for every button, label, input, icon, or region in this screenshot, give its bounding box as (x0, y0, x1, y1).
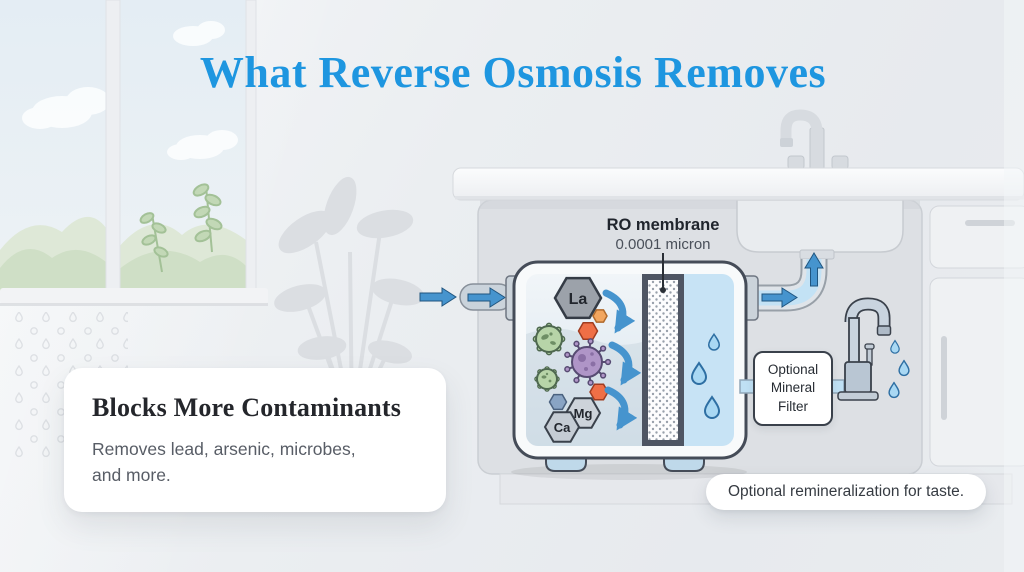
flow-arrow-icon (761, 287, 798, 308)
inlet-arrow-icon (419, 287, 457, 307)
faucet-drip-drops (888, 339, 910, 399)
clean-water-drops (690, 332, 721, 419)
calcium-hexagon-icon (543, 411, 581, 443)
page-title: What Reverse Osmosis Removes (199, 48, 827, 97)
window-sill (0, 288, 268, 304)
clean-water-chamber (684, 274, 734, 446)
cabinet-top-shadow (480, 200, 920, 209)
flow-arrow-icon (608, 341, 642, 386)
membrane-label-size: 0.0001 micron (615, 236, 711, 253)
pipe-arrow-icon (467, 287, 506, 308)
card-body-line: Removes lead, arsenic, microbes, (92, 439, 356, 459)
unit-flow-arrows (602, 289, 642, 431)
flow-arrow-icon (602, 289, 636, 334)
lead-particle-label: La (569, 291, 588, 308)
membrane-pointer-dot (660, 287, 666, 293)
water-drop-icon (703, 395, 721, 419)
flow-arrow-icon (604, 386, 638, 431)
magnesium-particle-label: Mg (574, 406, 593, 421)
countertop (452, 167, 1024, 201)
card-body-line: and more. (92, 465, 171, 486)
right-light-strip (1004, 0, 1024, 572)
cloud-icon (22, 21, 238, 160)
chemical-hexagon-icon (592, 309, 608, 323)
mineral-hexagon-icon (548, 393, 568, 411)
kitchen-faucet-icon (780, 109, 849, 171)
water-drop-icon (890, 339, 900, 354)
contaminant-particles: La (532, 276, 612, 443)
virus-icon (564, 338, 612, 386)
window-plants (0, 183, 246, 292)
drawer-handle (965, 220, 1015, 226)
membrane-label-title: RO membrane (606, 216, 720, 234)
flow-arrow-up-icon (804, 252, 824, 287)
window-sill-shadow (0, 303, 268, 306)
microbe-icon (532, 322, 566, 356)
window-frame-bar (105, 0, 121, 293)
contaminants-card: Blocks More Contaminants Removes lead, a… (64, 368, 446, 512)
door-handle (941, 336, 947, 420)
inlet-pipe (419, 283, 513, 311)
water-drop-icon (888, 381, 900, 399)
chemical-hexagon-icon (589, 383, 609, 401)
window-frame-edge (245, 0, 257, 293)
lead-hexagon-icon (553, 276, 603, 320)
water-drop-icon (898, 359, 910, 377)
calcium-particle-label: Ca (554, 420, 571, 435)
ro-membrane (642, 274, 684, 446)
side-cabinet (929, 205, 1024, 467)
window-illustration (0, 0, 268, 306)
membrane-label: RO membrane 0.0001 micron (607, 216, 720, 253)
microbe-icon (534, 366, 560, 392)
chemical-hexagon-icon (577, 322, 599, 340)
footnote-pill: Optional remineralization for taste. (706, 474, 987, 510)
leaf-sprig-icon (139, 183, 223, 273)
counter-edge (455, 196, 1024, 200)
card-body: Removes lead, arsenic, microbes, and mor… (92, 436, 418, 489)
water-drop-icon (707, 332, 721, 351)
water-drop-icon (690, 361, 708, 385)
cabinet-door (929, 277, 1024, 467)
sink-basin (736, 199, 904, 253)
ro-faucet-icon (837, 297, 892, 401)
outlet-pipe (756, 252, 828, 312)
card-heading: Blocks More Contaminants (92, 393, 402, 422)
mineral-filter-box: Optional Mineral Filter (753, 351, 833, 426)
